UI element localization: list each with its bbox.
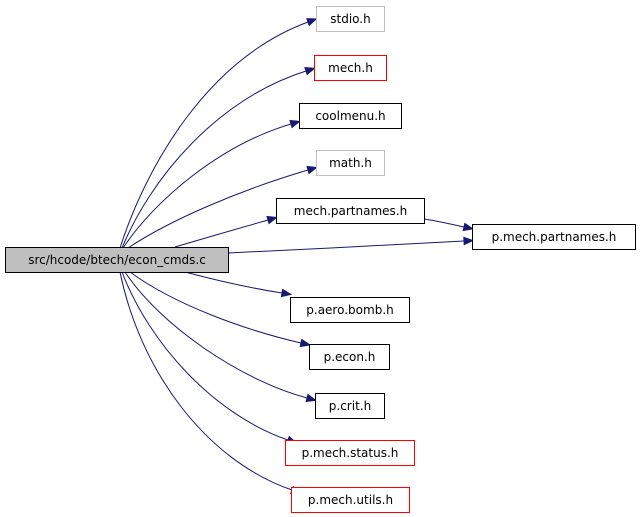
node-box [315,393,385,419]
edge-line [119,21,309,249]
node-math[interactable]: math.h [316,150,385,176]
node-label: src/hcode/btech/econ_cmds.c [28,253,206,267]
node-box [285,440,415,466]
node-coolmenu[interactable]: coolmenu.h [299,103,402,129]
edge-root-to-p_econ [129,271,312,348]
nodes-layer: src/hcode/btech/econ_cmds.c stdio.h mech.h… [5,6,636,513]
node-p-econ[interactable]: p.econ.h [309,344,390,370]
node-label: coolmenu.h [315,109,385,123]
edge-line [124,271,308,399]
node-p-mech-partnames[interactable]: p.mech.partnames.h [472,224,636,250]
node-box [290,297,410,323]
node-box [299,103,402,129]
edge-line [121,70,307,249]
node-box [316,6,385,32]
edge-arrowhead [462,222,475,232]
edge-line [227,240,465,254]
edge-root-to-mech [121,67,316,249]
node-box [5,247,229,273]
edges-layer [119,18,475,494]
node-box [309,344,390,370]
edge-mech_partnames-to-p_mech_partnames [423,218,475,232]
node-p-aero-bomb[interactable]: p.aero.bomb.h [290,297,410,323]
edge-root-to-mech_partnames [174,215,278,248]
edge-line [121,271,289,441]
node-label: mech.h [328,61,373,75]
edge-line [122,123,292,249]
node-mech-partnames[interactable]: mech.partnames.h [276,198,425,224]
node-box [276,198,425,224]
node-p-crit[interactable]: p.crit.h [315,393,385,419]
edge-root-to-math [127,165,318,249]
node-box [472,224,636,250]
node-stdio[interactable]: stdio.h [316,6,385,32]
edge-root-to-p_mech_utils [119,271,302,494]
node-label: stdio.h [330,12,370,26]
node-label: mech.partnames.h [294,204,407,218]
node-p-mech-utils[interactable]: p.mech.utils.h [291,487,410,513]
node-label: p.mech.utils.h [308,493,393,507]
node-box [291,487,410,513]
edge-arrowhead [299,338,312,348]
root-node[interactable]: src/hcode/btech/econ_cmds.c [5,247,229,273]
edge-root-to-p_aero_bomb [184,271,293,298]
edge-arrowhead [304,67,316,76]
edge-arrowhead [305,393,317,403]
node-label: p.econ.h [324,350,376,364]
edge-root-to-p_mech_status [121,271,298,444]
edge-line [129,271,302,344]
edge-root-to-p_mech_partnames [227,236,475,254]
node-box [314,55,387,81]
edge-arrowhead [306,18,318,27]
edge-arrowhead [463,236,475,246]
edge-root-to-stdio [119,18,318,249]
node-label: p.crit.h [329,399,371,413]
edge-root-to-p_crit [124,271,317,403]
edge-line [184,271,283,294]
edge-line [423,218,465,228]
edge-line [119,271,293,491]
edge-arrowhead [306,165,318,175]
node-mech[interactable]: mech.h [314,55,387,81]
edge-arrowhead [280,288,293,298]
edge-root-to-coolmenu [122,119,301,249]
node-label: p.mech.status.h [302,446,399,460]
node-label: math.h [329,156,372,170]
edge-line [127,169,309,249]
node-label: p.mech.partnames.h [492,230,617,244]
edge-arrowhead [289,119,301,129]
edge-line [174,219,269,248]
node-box [316,150,385,176]
node-p-mech-status[interactable]: p.mech.status.h [285,440,415,466]
node-label: p.aero.bomb.h [306,303,393,317]
edge-arrowhead [266,215,278,225]
